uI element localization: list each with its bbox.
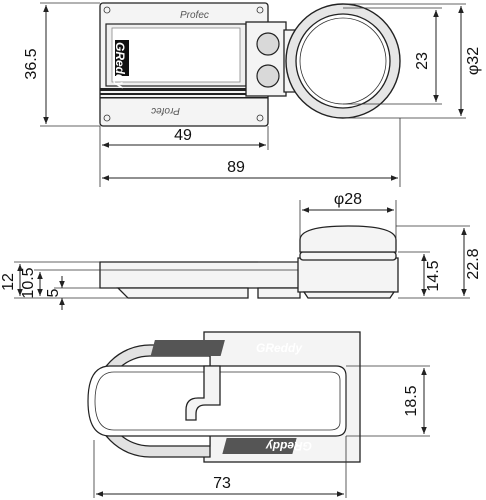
dial-inner [295,13,391,109]
brand-logo [115,40,129,76]
dim-dial-inner: 23 [414,52,431,70]
brand-logo-text: GReddy [113,42,127,89]
dim-total-width: 89 [227,159,245,176]
model-mark-bottom: Profec [151,105,180,116]
dim-display-width: 49 [174,127,192,144]
bottom-brand-lower [222,438,297,454]
side-dimensions: φ28 12 10.5 5 14.5 22.8 [0,191,482,310]
dim-knob-diameter: φ28 [334,191,362,208]
side-knob-cap [299,225,397,253]
dim-side-5: 5 [45,288,62,297]
top-dimensions: 36.5 49 89 23 φ32 [23,2,482,187]
button-lower [256,64,280,88]
button-upper [256,32,280,56]
dim-side-12: 12 [0,273,17,291]
side-body [99,261,301,289]
model-mark-top: Profec [180,10,209,21]
bottom-dimensions: 18.5 73 [93,365,430,498]
dim-side-10-5: 10.5 [20,267,37,298]
dim-side-22-8: 22.8 [465,248,482,279]
dim-bottom-width: 73 [213,475,231,492]
bottom-view: GReddy GReddy [87,331,361,463]
dim-bottom-18-5: 18.5 [403,385,420,416]
side-view [99,225,399,299]
dim-top-height: 36.5 [23,48,40,79]
bottom-brand-lower-text: GReddy [265,439,312,453]
bottom-brand-upper [150,340,225,356]
bottom-brand-upper-text: GReddy [256,341,303,355]
side-knob-base [297,257,399,293]
dim-side-14-5: 14.5 [425,260,442,291]
top-view: GReddy Profec Profec [99,2,401,127]
dim-dial-outer: φ32 [465,47,482,75]
